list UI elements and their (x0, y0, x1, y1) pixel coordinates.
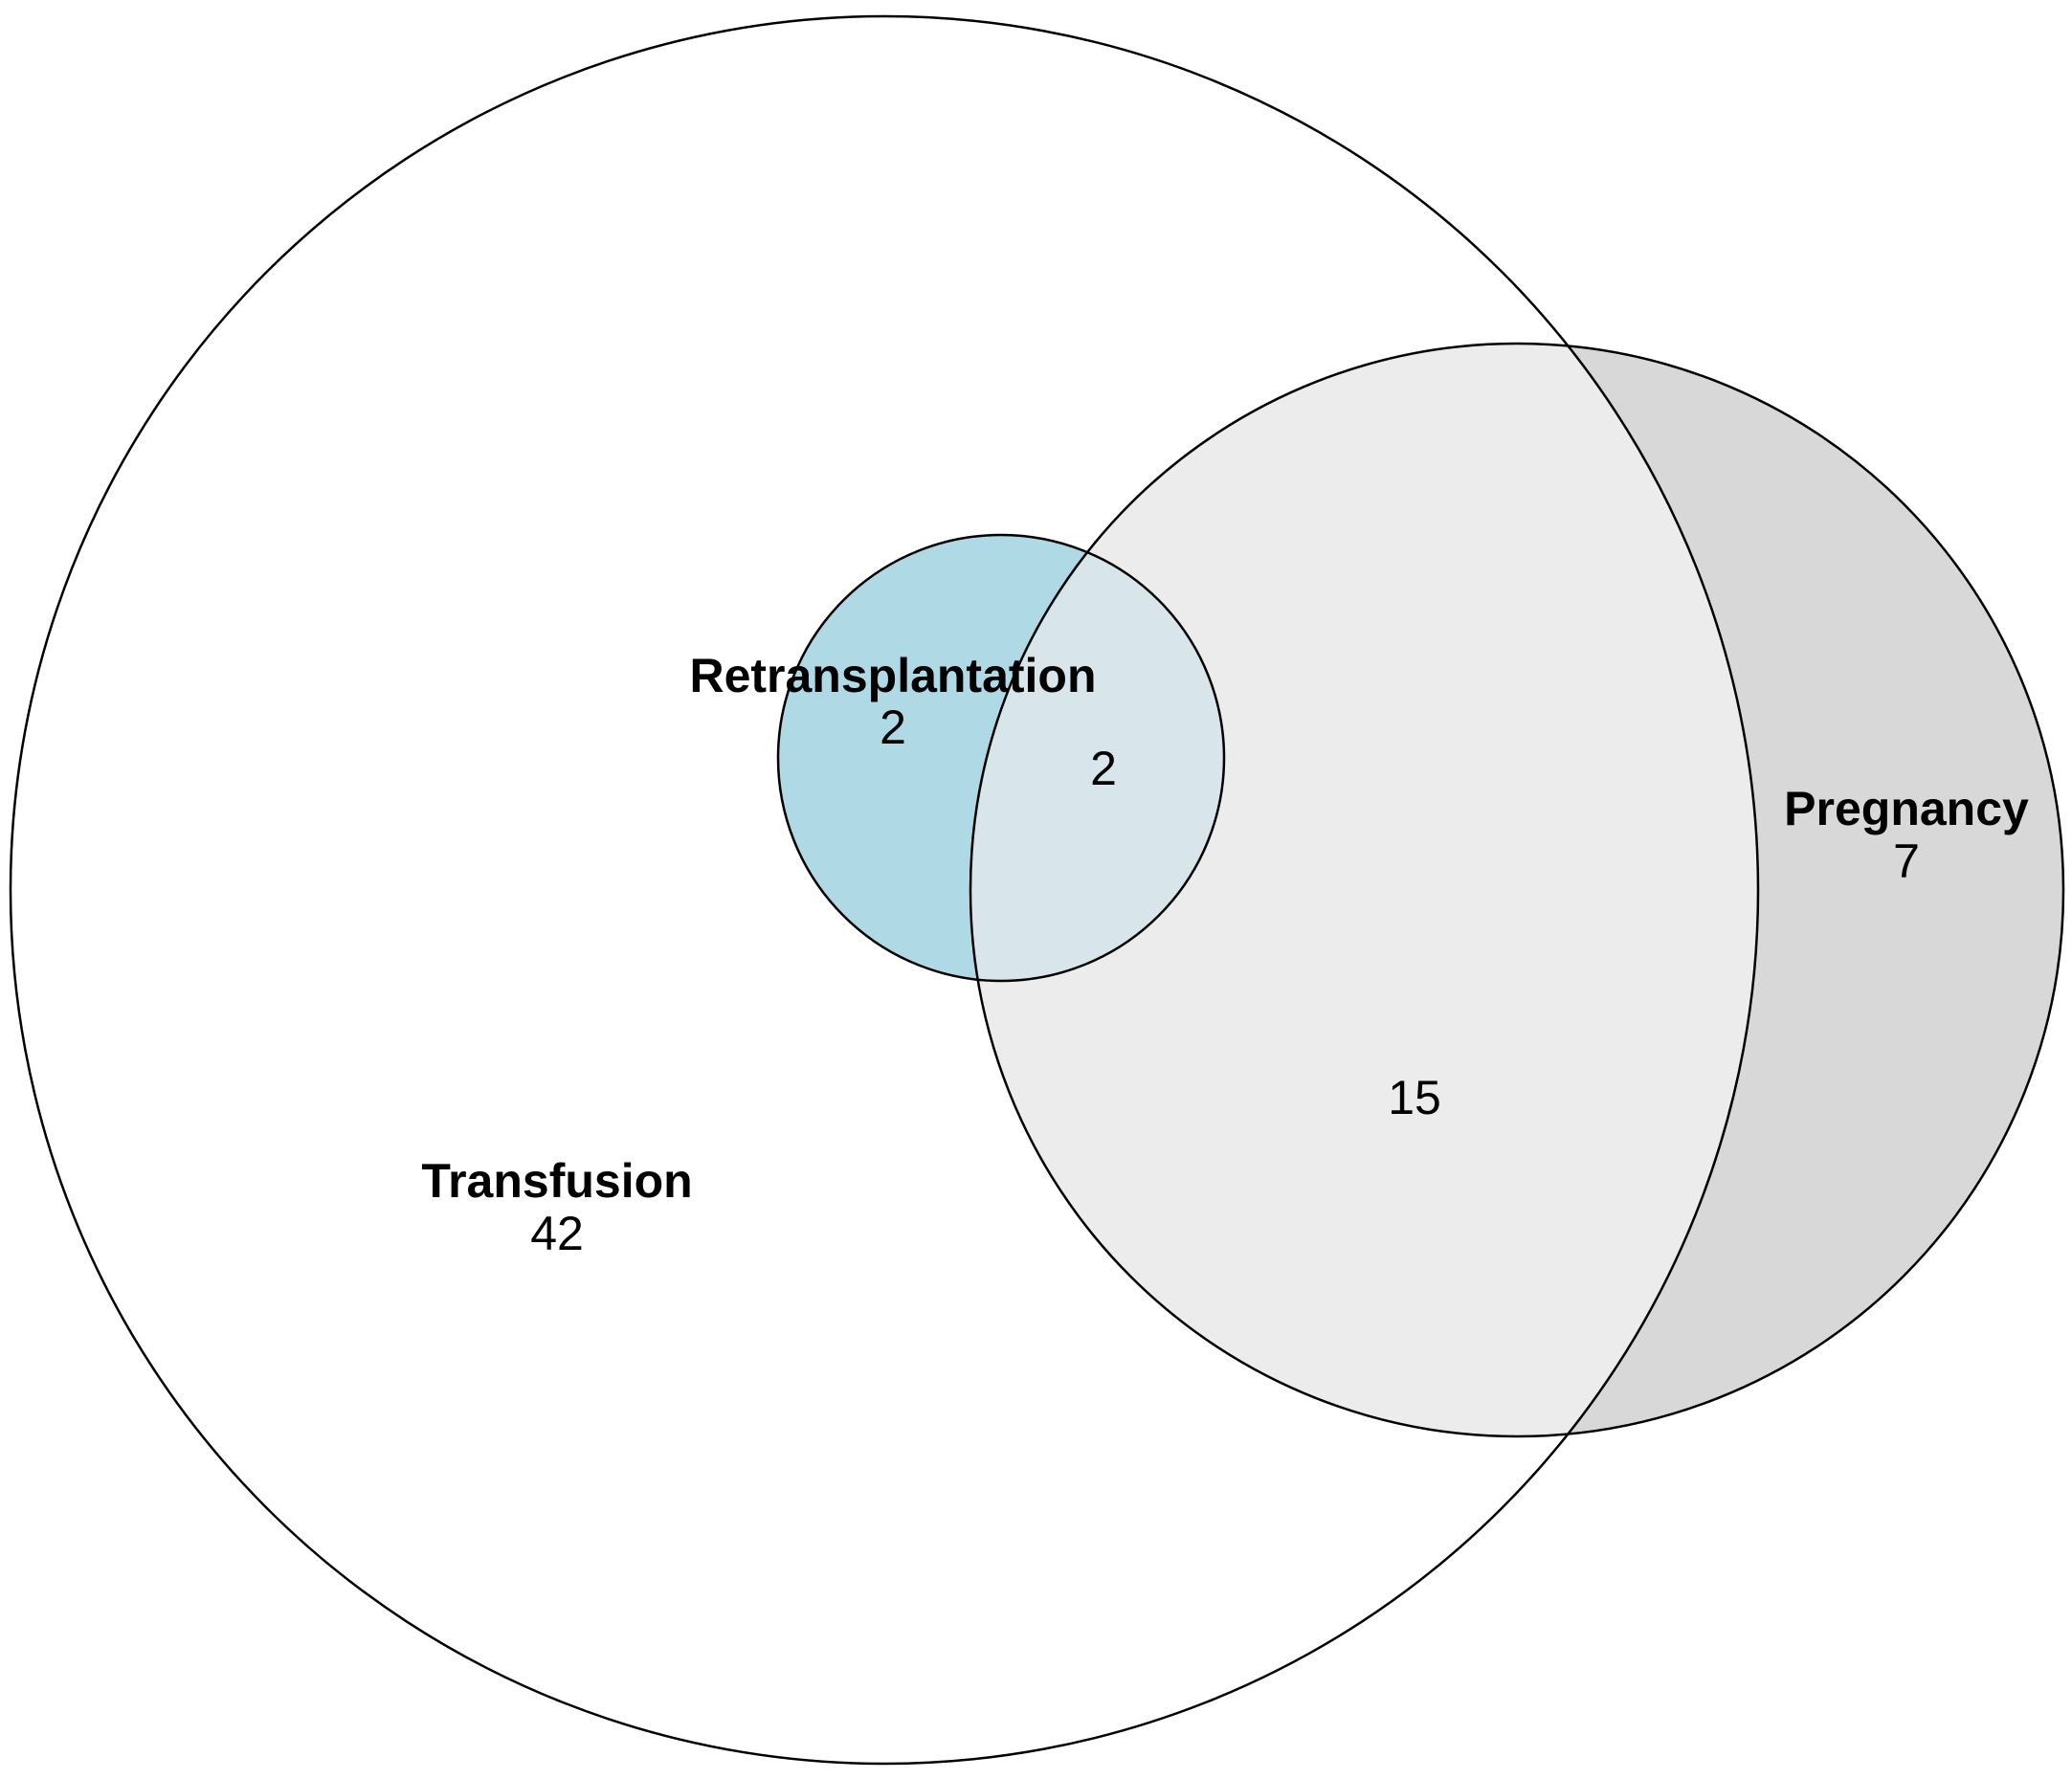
retransplantation-only-count: 2 (880, 700, 906, 754)
transfusion-circle-outline (9, 14, 1760, 1766)
all-three-region (970, 535, 1224, 981)
transfusion-pregnancy-region (970, 344, 1758, 1436)
transfusion-only-count: 42 (530, 1207, 584, 1260)
retransplantation-circle-outline (776, 533, 1226, 983)
pregnancy-only-count: 7 (1893, 834, 1920, 888)
pregnancy-label: Pregnancy (1784, 782, 2029, 835)
pregnancy-circle-outline (969, 342, 2065, 1438)
retransplantation-label: Retransplantation (689, 649, 1096, 702)
all-three-count: 2 (1090, 742, 1117, 795)
transfusion-pregnancy-count: 15 (1388, 1071, 1441, 1124)
transfusion-label: Transfusion (421, 1154, 692, 1208)
